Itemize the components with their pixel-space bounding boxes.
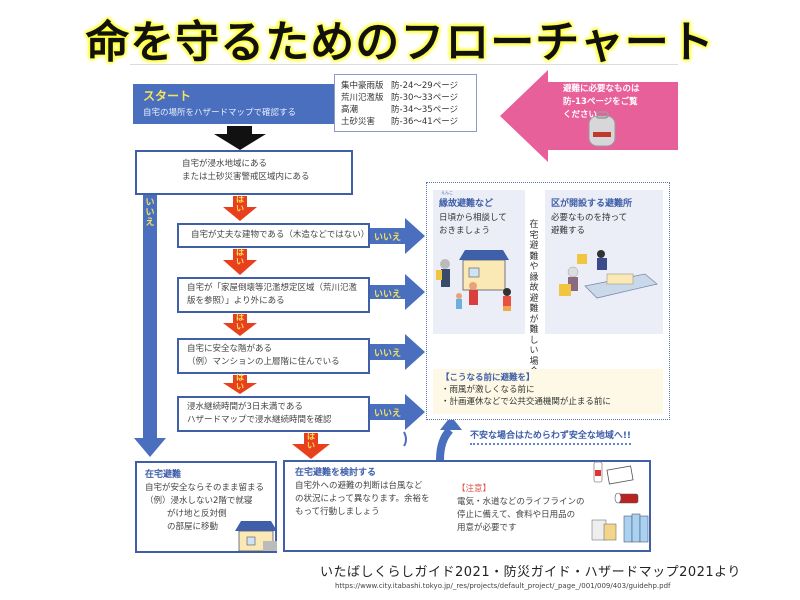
emergency-supplies-illustration xyxy=(591,461,649,543)
consider-stay-home-box: 在宅避難を検討する 自宅外への避難の判断は台風など の状況によって異なります。余… xyxy=(283,460,651,552)
source-url[interactable]: https://www.city.itabashi.tokyo.jp/_res/… xyxy=(335,582,671,590)
start-subtitle: 自宅の場所をハザードマップで確認する xyxy=(143,108,297,118)
camping-stove-icon xyxy=(606,465,634,485)
caution-note: 【注意】 電気・水道などのライフラインの 停止に備えて、食料や日用品の 用意が必… xyxy=(457,484,585,533)
no-vertical-arrow xyxy=(134,195,166,457)
stay-home-box: 在宅避難 自宅が安全ならそのまま留まる （例）浸水しない2階で就寝 がけ地と反対… xyxy=(135,461,277,553)
question-collapse-zone: 自宅が「家屋倒壊等氾濫想定区域（荒川氾濫 版を参照）」より外にある xyxy=(177,277,370,313)
no-arrow-3 xyxy=(370,334,425,370)
card-title: 縁故避難など xyxy=(439,199,494,209)
start-down-arrow xyxy=(214,126,266,150)
yes-label: はい xyxy=(236,248,244,266)
title-divider xyxy=(130,64,678,65)
no-label: いいえ xyxy=(374,233,402,243)
supplies-arrow xyxy=(500,70,678,162)
water-bottles-icon xyxy=(623,513,649,543)
page-title: 命を守るためのフローチャート xyxy=(85,17,715,68)
ruby-annotation: えんこ xyxy=(441,190,453,195)
page-references: 集中豪雨版防-24〜29ページ 荒川氾濫版防-30〜33ページ 高潮防-34〜3… xyxy=(334,74,477,132)
curved-up-arrow xyxy=(436,416,462,461)
card-title: 区が開設する避難所 xyxy=(551,199,633,209)
house-icon xyxy=(235,521,277,552)
yes-arrow-2 xyxy=(223,249,257,275)
no-label: いいえ xyxy=(374,290,402,300)
shelter-evacuation-card: 区が開設する避難所 必要なものを持って 避難する xyxy=(545,190,663,334)
family-evacuating-illustration xyxy=(436,250,511,311)
question-flood-duration: 浸水継続時間が3日未満である ハザードマップで浸水継続時間を確認 xyxy=(177,396,370,432)
page-ref-row: 荒川氾濫版防-30〜33ページ xyxy=(341,93,459,103)
no-label: いいえ xyxy=(374,349,402,359)
question-sturdy-building: 自宅が丈夫な建物である（木造などではない） xyxy=(177,223,370,248)
evacuate-before-box: 【こうなる前に避難を】 ・雨風が激しくなる前に ・計画運休などで公共交通機関が止… xyxy=(433,369,663,414)
no-label: いいえ xyxy=(374,409,402,419)
start-box: スタート 自宅の場所をハザードマップで確認する xyxy=(133,84,338,124)
question-safe-floor: 自宅に安全な階がある （例）マンションの上層階に住んでいる xyxy=(177,338,370,374)
no-arrow-1 xyxy=(370,218,425,254)
flashlight-icon xyxy=(614,492,639,504)
page-ref-row: 集中豪雨版防-24〜29ページ xyxy=(341,81,459,91)
supplies-note: 避難に必要なものは 防-13ページをご覧 ください xyxy=(563,84,640,120)
relative-evacuation-card: 縁故避難など 日頃から相談して おきましょう xyxy=(433,190,525,334)
yes-label: はい xyxy=(307,432,315,450)
no-vertical-label: いいえ xyxy=(145,198,155,228)
yes-arrow-4 xyxy=(223,375,257,394)
no-arrow-4 xyxy=(370,394,425,430)
canned-food-icon xyxy=(591,519,617,541)
gas-canister-icon xyxy=(593,461,603,483)
yes-label: はい xyxy=(236,313,244,331)
backpack-icon xyxy=(588,111,616,147)
anxious-note: 不安な場合はためらわず安全な地域へ!! xyxy=(470,428,632,445)
yes-label: はい xyxy=(236,195,244,213)
source-citation: いたばしくらしガイド2021・防災ガイド・ハザードマップ2021より xyxy=(320,565,741,580)
question-flood-area: 自宅が浸水地域にある または土砂災害警戒区域内にある xyxy=(135,150,353,195)
small-arrow-stem xyxy=(403,431,407,447)
start-label: スタート xyxy=(143,89,192,103)
yes-label: はい xyxy=(236,373,244,391)
page-ref-row: 高潮防-34〜35ページ xyxy=(341,105,459,115)
shelter-illustration xyxy=(559,250,658,299)
yes-arrow-3 xyxy=(223,314,257,336)
page-ref-row: 土砂災害防-36〜41ページ xyxy=(341,117,459,127)
yes-arrow-5 xyxy=(292,433,330,459)
vertical-note: 在宅避難や縁故避難が難しい場合 xyxy=(529,220,539,377)
yes-arrow-1 xyxy=(223,196,257,221)
no-arrow-2 xyxy=(370,274,425,310)
